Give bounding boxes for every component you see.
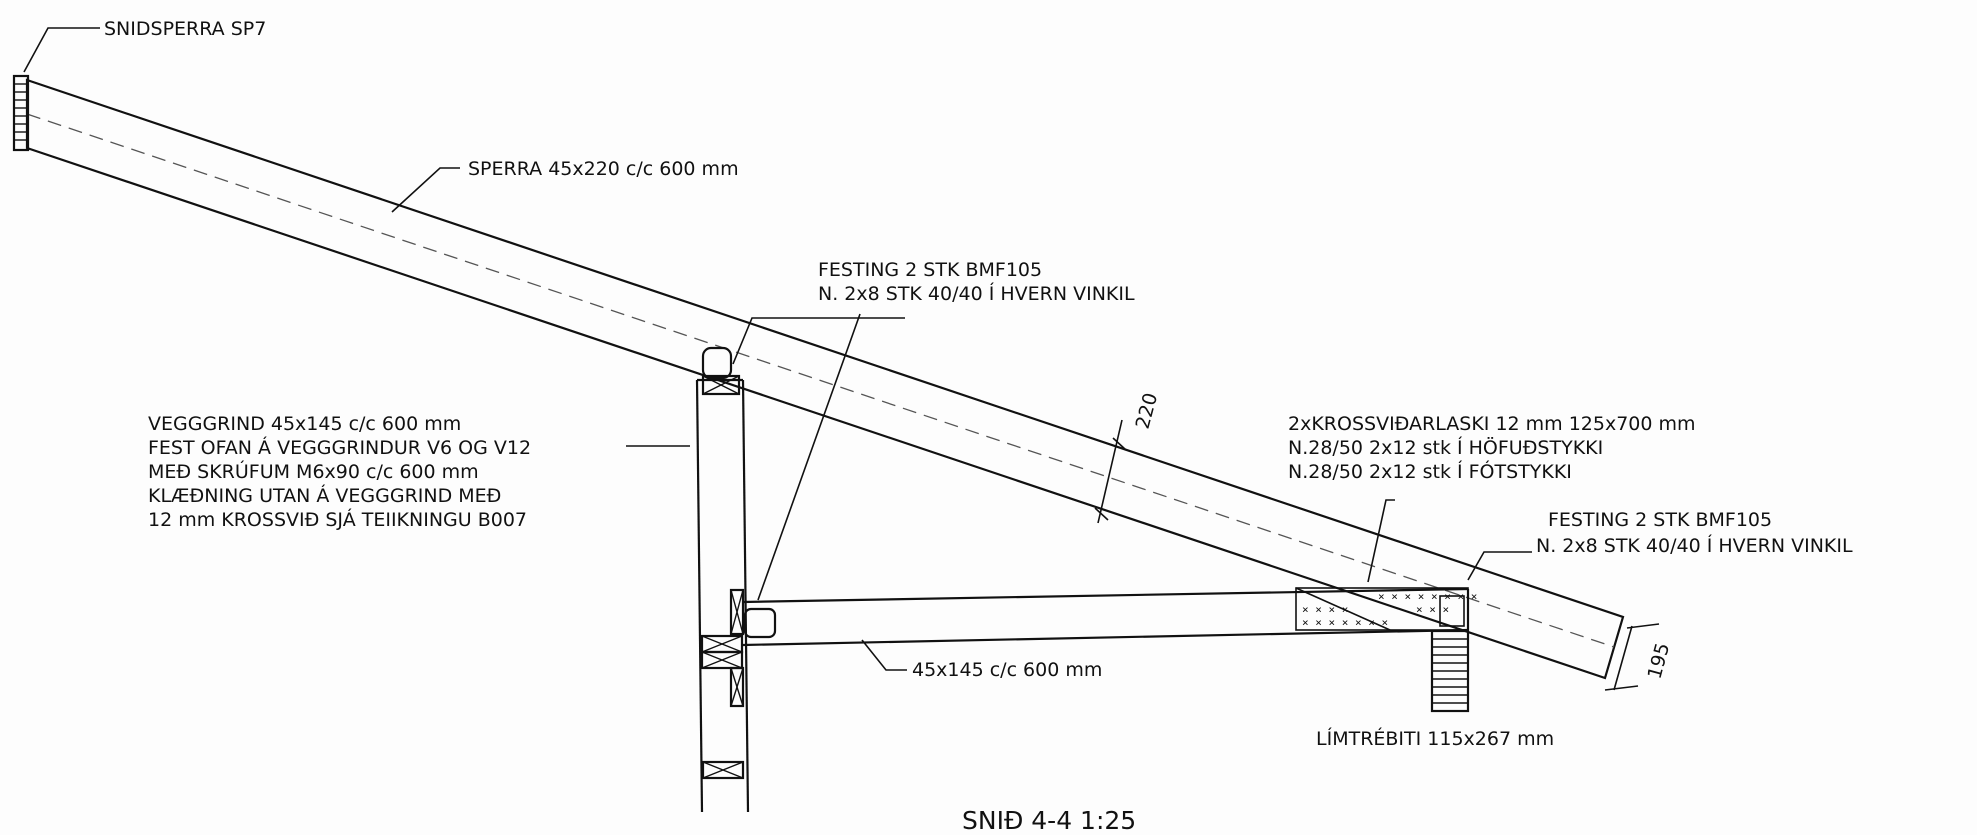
leader-sperra [391,167,460,213]
rafter-seat-block [701,346,733,380]
label-festing-top-1: FESTING 2 STK BMF105 [818,259,1042,281]
leader-krossvidur [1367,499,1395,583]
label-limtre: LÍMTRÉBITI 115x267 mm [1316,727,1554,750]
label-vegg-1: VEGGGRIND 45x145 c/c 600 mm [148,413,461,435]
label-snidsperra: SNIDSPERRA SP7 [104,18,266,40]
dimension-195: 195 [1604,623,1675,691]
nail-row-low: × × × × × × × [1302,616,1388,629]
nail-row-mid: × × × × [1302,603,1348,616]
splice-plate [1295,587,1469,631]
dimension-220: 220 [1094,391,1163,524]
label-vegg-5: 12 mm KROSSVIÐ SJÁ TEIIKNINGU B007 [148,508,527,531]
wall-top-plate [701,374,741,396]
cladding-strip-2 [729,666,745,708]
label-kross-3: N.28/50 2x12 stk Í FÓTSTYKKI [1288,459,1572,483]
plywood-splice: × × × × × × × × × × × × × × × × × × × × … [1295,587,1477,631]
label-kross-1: 2xKROSSVIÐARLASKI 12 mm 125x700 mm [1288,413,1696,435]
rafter [12,74,1625,680]
cladding-strip-1 [729,588,745,636]
label-kross-2: N.28/50 2x12 stk Í HÖFUÐSTYKKI [1288,436,1603,459]
leader-beam [861,639,907,671]
label-beam: 45x145 c/c 600 mm [912,659,1102,681]
dimension-220-text: 220 [1132,391,1163,432]
wall-blocking-2 [700,650,744,670]
rafter-end-hatch [14,83,28,141]
beam-end-block [743,607,777,639]
dimension-195-text: 195 [1644,641,1675,682]
label-sperra: SPERRA 45x220 c/c 600 mm [468,158,739,180]
label-festing-top-2: N. 2x8 STK 40/40 Í HVERN VINKIL [818,282,1135,305]
leader-festing-right [1467,551,1532,581]
label-festing-right-1: FESTING 2 STK BMF105 [1548,509,1772,531]
rafter-end-block [12,74,30,152]
label-vegg-2: FEST OFAN Á VEGGGRINDUR V6 OG V12 [148,436,531,459]
leader-festing-top [732,317,905,365]
glulam-beam [1430,629,1470,713]
leader-lines [23,27,1532,671]
label-vegg-4: KLÆÐNING UTAN Á VEGGGRIND MEÐ [148,484,501,507]
wall-frame [695,346,750,813]
drawing-title: SNIÐ 4-4 1:25 [962,806,1136,835]
wall-bottom-plate [701,760,745,780]
leader-snidsperra [23,27,100,73]
label-vegg-3: MEÐ SKRÚFUM M6x90 c/c 600 mm [148,459,479,483]
label-festing-right-2: N. 2x8 STK 40/40 Í HVERN VINKIL [1536,534,1853,557]
leader-festing-top-diagonal [757,313,861,601]
nail-row-top: × × × × × × × × [1378,590,1477,603]
rafter-centerline [26,113,1615,648]
splice-right-block [1439,595,1465,627]
nail-right-block: × × × [1416,603,1449,616]
